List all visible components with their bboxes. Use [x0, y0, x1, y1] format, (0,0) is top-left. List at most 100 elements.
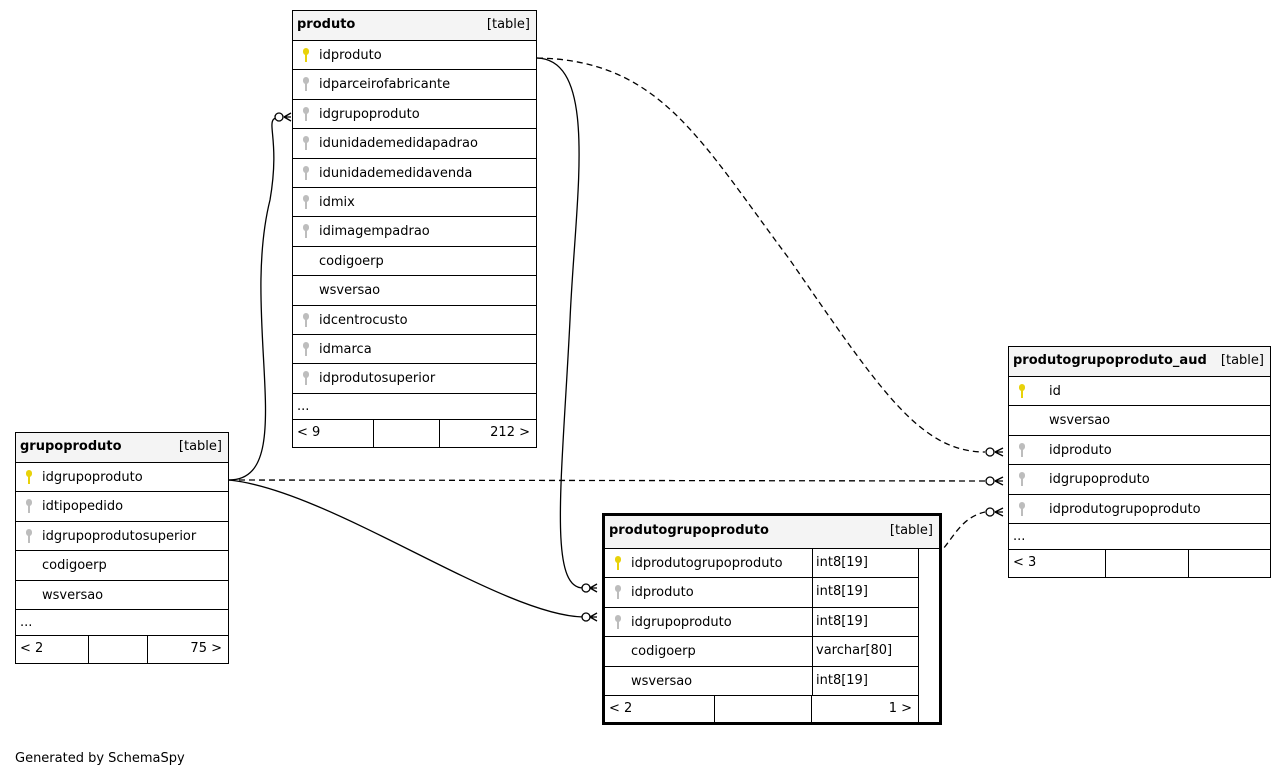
- primary-key-icon: [1019, 384, 1025, 398]
- table-footer: < 2 75 >: [16, 635, 228, 663]
- edge-grupoproduto-aud: [228, 479, 986, 482]
- column-name: idprodutogrupoproduto: [1049, 501, 1201, 517]
- column-name: idgrupoproduto: [319, 106, 420, 122]
- parents-link[interactable]: < 2: [16, 635, 89, 663]
- column-name: idgrupoproduto: [42, 470, 143, 485]
- table-produto[interactable]: produto [table] idproduto idparceirofabri…: [292, 10, 537, 448]
- table-kind: [table]: [889, 523, 933, 538]
- column-name: idtipopedido: [42, 499, 124, 515]
- table-produtogrupoproduto-aud[interactable]: produtogrupoproduto_aud [table] id wsvers…: [1008, 346, 1271, 578]
- table-grupoproduto[interactable]: grupoproduto [table] idgrupoproduto idtip…: [15, 432, 229, 664]
- table-header: produtogrupoproduto_aud [table]: [1009, 347, 1270, 377]
- column-row[interactable]: idimagempadrao: [293, 217, 536, 247]
- primary-key-icon: [26, 470, 32, 484]
- table-name[interactable]: produtogrupoproduto_aud: [1013, 353, 1207, 368]
- column-row[interactable]: wsversao: [293, 276, 536, 306]
- parents-link[interactable]: < 2: [605, 695, 715, 722]
- column-name: codigoerp: [631, 644, 696, 660]
- column-type: int8[19]: [812, 578, 919, 607]
- column-row[interactable]: idmix: [293, 188, 536, 218]
- table-footer: < 2 1 >: [605, 695, 919, 722]
- column-row[interactable]: idunidademedidapadrao: [293, 129, 536, 159]
- column-name: idmix: [319, 194, 355, 210]
- parents-link[interactable]: < 9: [293, 419, 374, 447]
- column-name: wsversao: [319, 283, 381, 299]
- column-name: codigoerp: [42, 558, 107, 574]
- column-row[interactable]: idproduto: [293, 41, 536, 71]
- column-name: wsversao: [631, 673, 693, 689]
- table-name[interactable]: produto: [297, 17, 356, 32]
- column-name: idproduto: [319, 48, 382, 63]
- column-row[interactable]: wsversao int8[19]: [605, 666, 919, 696]
- column-row[interactable]: idgrupoprodutosuperior: [16, 522, 228, 552]
- column-name: wsversao: [1049, 413, 1111, 429]
- column-row[interactable]: wsversao: [16, 581, 228, 610]
- table-produtogrupoproduto[interactable]: produtogrupoproduto [table] idprodutogru…: [602, 513, 942, 725]
- column-row[interactable]: idproduto int8[19]: [605, 578, 919, 608]
- table-header: produtogrupoproduto [table]: [605, 516, 939, 549]
- column-row[interactable]: codigoerp varchar[80]: [605, 637, 919, 667]
- foreign-key-icon: [303, 136, 309, 151]
- footer-middle: [89, 635, 148, 663]
- column-type: int8[19]: [812, 666, 919, 695]
- children-link[interactable]: 212 >: [490, 424, 530, 440]
- children-link[interactable]: 1 >: [888, 700, 912, 716]
- column-row[interactable]: codigoerp: [293, 247, 536, 277]
- column-name: id: [1049, 384, 1061, 399]
- column-row[interactable]: codigoerp: [16, 551, 228, 581]
- foreign-key-icon: [303, 312, 309, 327]
- foreign-key-icon: [1019, 472, 1025, 487]
- column-name: idgrupoprodutosuperior: [42, 528, 197, 544]
- column-name: idproduto: [1049, 442, 1112, 458]
- foreign-key-icon: [303, 77, 309, 92]
- column-row[interactable]: idcentrocusto: [293, 306, 536, 335]
- column-name: idprodutogrupoproduto: [631, 556, 783, 571]
- column-name: idproduto: [631, 585, 694, 601]
- footer-middle: [715, 695, 812, 722]
- column-type: varchar[80]: [812, 637, 919, 666]
- children-link[interactable]: [1189, 550, 1270, 577]
- foreign-key-icon: [26, 499, 32, 514]
- edge-produtogrupoproduto-aud: [918, 511, 986, 563]
- children-link[interactable]: 75 >: [190, 640, 222, 656]
- column-row[interactable]: idtipopedido: [16, 492, 228, 522]
- column-name: idgrupoproduto: [1049, 472, 1150, 488]
- column-row[interactable]: idmarca: [293, 335, 536, 365]
- column-row[interactable]: idproduto: [1009, 436, 1270, 466]
- column-row[interactable]: idparceirofabricante: [293, 70, 536, 100]
- table-header: grupoproduto [table]: [16, 433, 228, 463]
- column-name: idimagempadrao: [319, 224, 430, 240]
- column-row[interactable]: idgrupoproduto: [16, 463, 228, 493]
- column-name: wsversao: [42, 587, 104, 603]
- column-row[interactable]: idgrupoproduto: [1009, 465, 1270, 495]
- column-row[interactable]: id: [1009, 377, 1270, 407]
- foreign-key-icon: [1019, 501, 1025, 516]
- table-name[interactable]: grupoproduto: [20, 439, 122, 454]
- foreign-key-icon: [303, 165, 309, 180]
- foreign-key-icon: [26, 528, 32, 543]
- foreign-key-icon: [1019, 442, 1025, 457]
- more-columns: ...: [16, 610, 228, 636]
- table-kind: [table]: [178, 439, 222, 454]
- generated-by-label: Generated by SchemaSpy: [15, 751, 185, 766]
- column-row[interactable]: wsversao: [1009, 406, 1270, 436]
- edge-produto-aud: [536, 57, 986, 453]
- table-kind: [table]: [1220, 353, 1264, 368]
- column-row[interactable]: idprodutosuperior: [293, 364, 536, 394]
- parents-link[interactable]: < 3: [1009, 549, 1106, 577]
- column-name: idmarca: [319, 341, 372, 357]
- column-name: idparceirofabricante: [319, 77, 451, 93]
- column-row[interactable]: idunidademedidavenda: [293, 159, 536, 188]
- table-kind: [table]: [486, 17, 530, 32]
- table-name[interactable]: produtogrupoproduto: [609, 523, 769, 538]
- primary-key-icon: [615, 556, 621, 570]
- foreign-key-icon: [303, 224, 309, 239]
- foreign-key-icon: [615, 585, 621, 600]
- column-row[interactable]: idgrupoproduto: [293, 100, 536, 130]
- table-footer: < 9 212 >: [293, 419, 536, 447]
- footer-middle: [1106, 549, 1189, 577]
- column-row[interactable]: idprodutogrupoproduto: [1009, 495, 1270, 524]
